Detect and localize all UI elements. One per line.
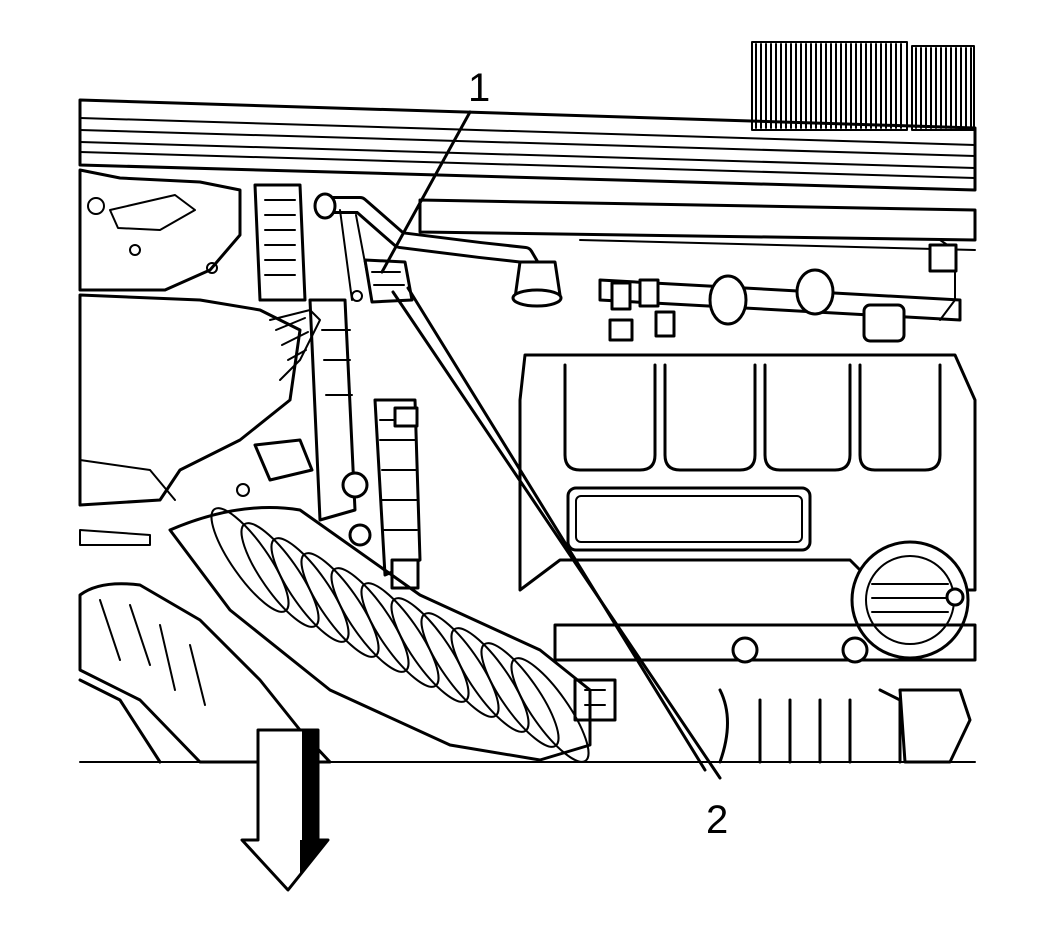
callout-label-1: 1 [468,66,491,110]
air-cleaner-housing [78,293,321,507]
left-fender-structure [78,168,307,302]
leader-line-1 [380,110,472,274]
vacuum-hose [313,192,563,308]
throttle-body [850,540,970,660]
callout-label-2: 2 [706,798,729,842]
intake-duct [168,506,592,763]
upper-cross-member [78,98,977,192]
direction-arrow-down-icon [240,728,330,892]
sensor-bracket [236,298,422,590]
hose-clip [351,258,414,304]
lower-left-hose [78,529,332,764]
leader-line-2b [406,286,707,772]
fuel-rail-harness [418,198,977,343]
leader-line-2a [391,290,722,780]
lower-brackets [553,623,977,764]
radiator-fins [751,41,975,131]
callout-leaders [380,110,722,780]
